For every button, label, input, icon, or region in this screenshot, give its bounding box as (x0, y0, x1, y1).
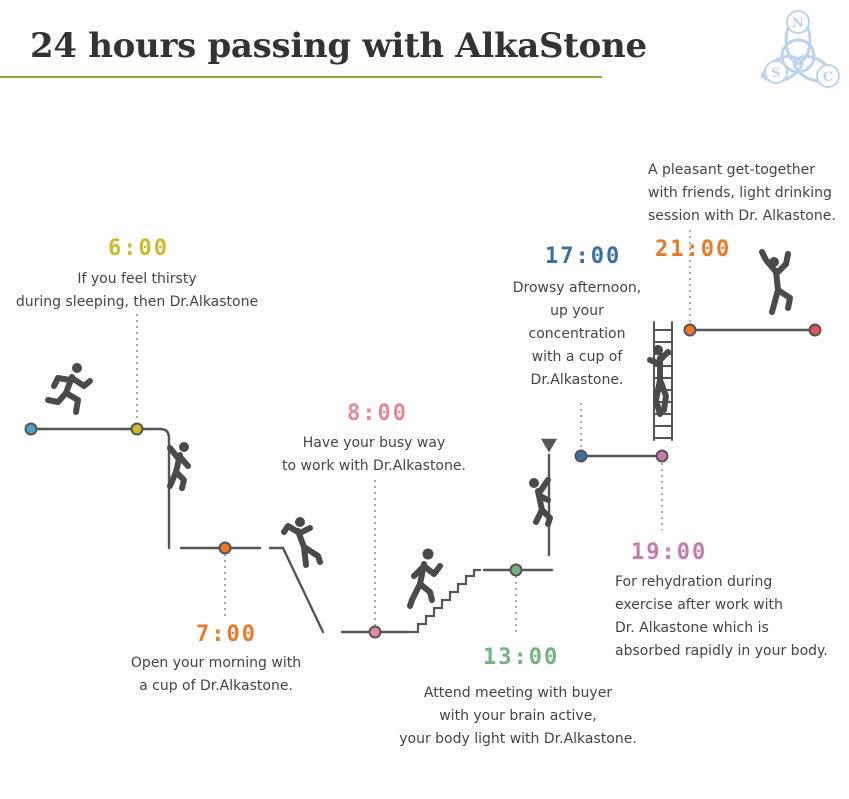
event-description-13: Attend meeting with buyer with your brai… (399, 685, 637, 747)
jumper-icon (281, 517, 323, 568)
timeline-nodes (24, 323, 822, 639)
node-17 (574, 449, 588, 463)
node-end (808, 323, 822, 337)
node-21 (683, 323, 697, 337)
cheering-person-icon (759, 249, 793, 315)
ladder-climber-icon (647, 345, 671, 417)
logo-letter-n: N (792, 16, 804, 31)
title-underline (0, 76, 602, 78)
climber-icon (167, 442, 191, 491)
time-label-7: 7:00 (196, 622, 257, 647)
event-description-6: If you feel thirsty during sleeping, the… (15, 271, 259, 310)
node-start (24, 422, 38, 436)
stair-climber-icon (407, 548, 443, 609)
time-label-21: 21:00 (655, 237, 732, 262)
node-6 (130, 422, 144, 436)
event-description-19: For rehydration during exercise after wo… (615, 574, 828, 659)
event-description-7: Open your morning with a cup of Dr.Alkas… (130, 655, 302, 694)
event-description-21: A pleasant get-together with friends, li… (648, 162, 836, 224)
page-title: 24 hours passing with AlkaStone (30, 26, 647, 66)
node-19 (655, 449, 669, 463)
time-label-13: 13:00 (483, 645, 560, 670)
dotted-connectors (136, 230, 691, 636)
time-label-19: 19:00 (631, 540, 708, 565)
logo-letter-c: C (823, 70, 833, 85)
rope-climber-icon (529, 477, 553, 527)
event-description-17: Drowsy afternoon, up your concentration … (512, 280, 642, 388)
time-label-8: 8:00 (347, 401, 408, 426)
node-13 (509, 563, 523, 577)
runner-icon (45, 363, 93, 415)
node-8 (368, 625, 382, 639)
time-label-17: 17:00 (545, 244, 622, 269)
timeline-path (29, 321, 817, 634)
node-7 (218, 541, 232, 555)
event-description-8: Have your busy way to work with Dr.Alkas… (282, 435, 466, 474)
time-label-6: 6:00 (108, 236, 169, 261)
logo-letter-s: S (771, 66, 780, 81)
nsc-logo-icon: N S C (760, 10, 840, 88)
